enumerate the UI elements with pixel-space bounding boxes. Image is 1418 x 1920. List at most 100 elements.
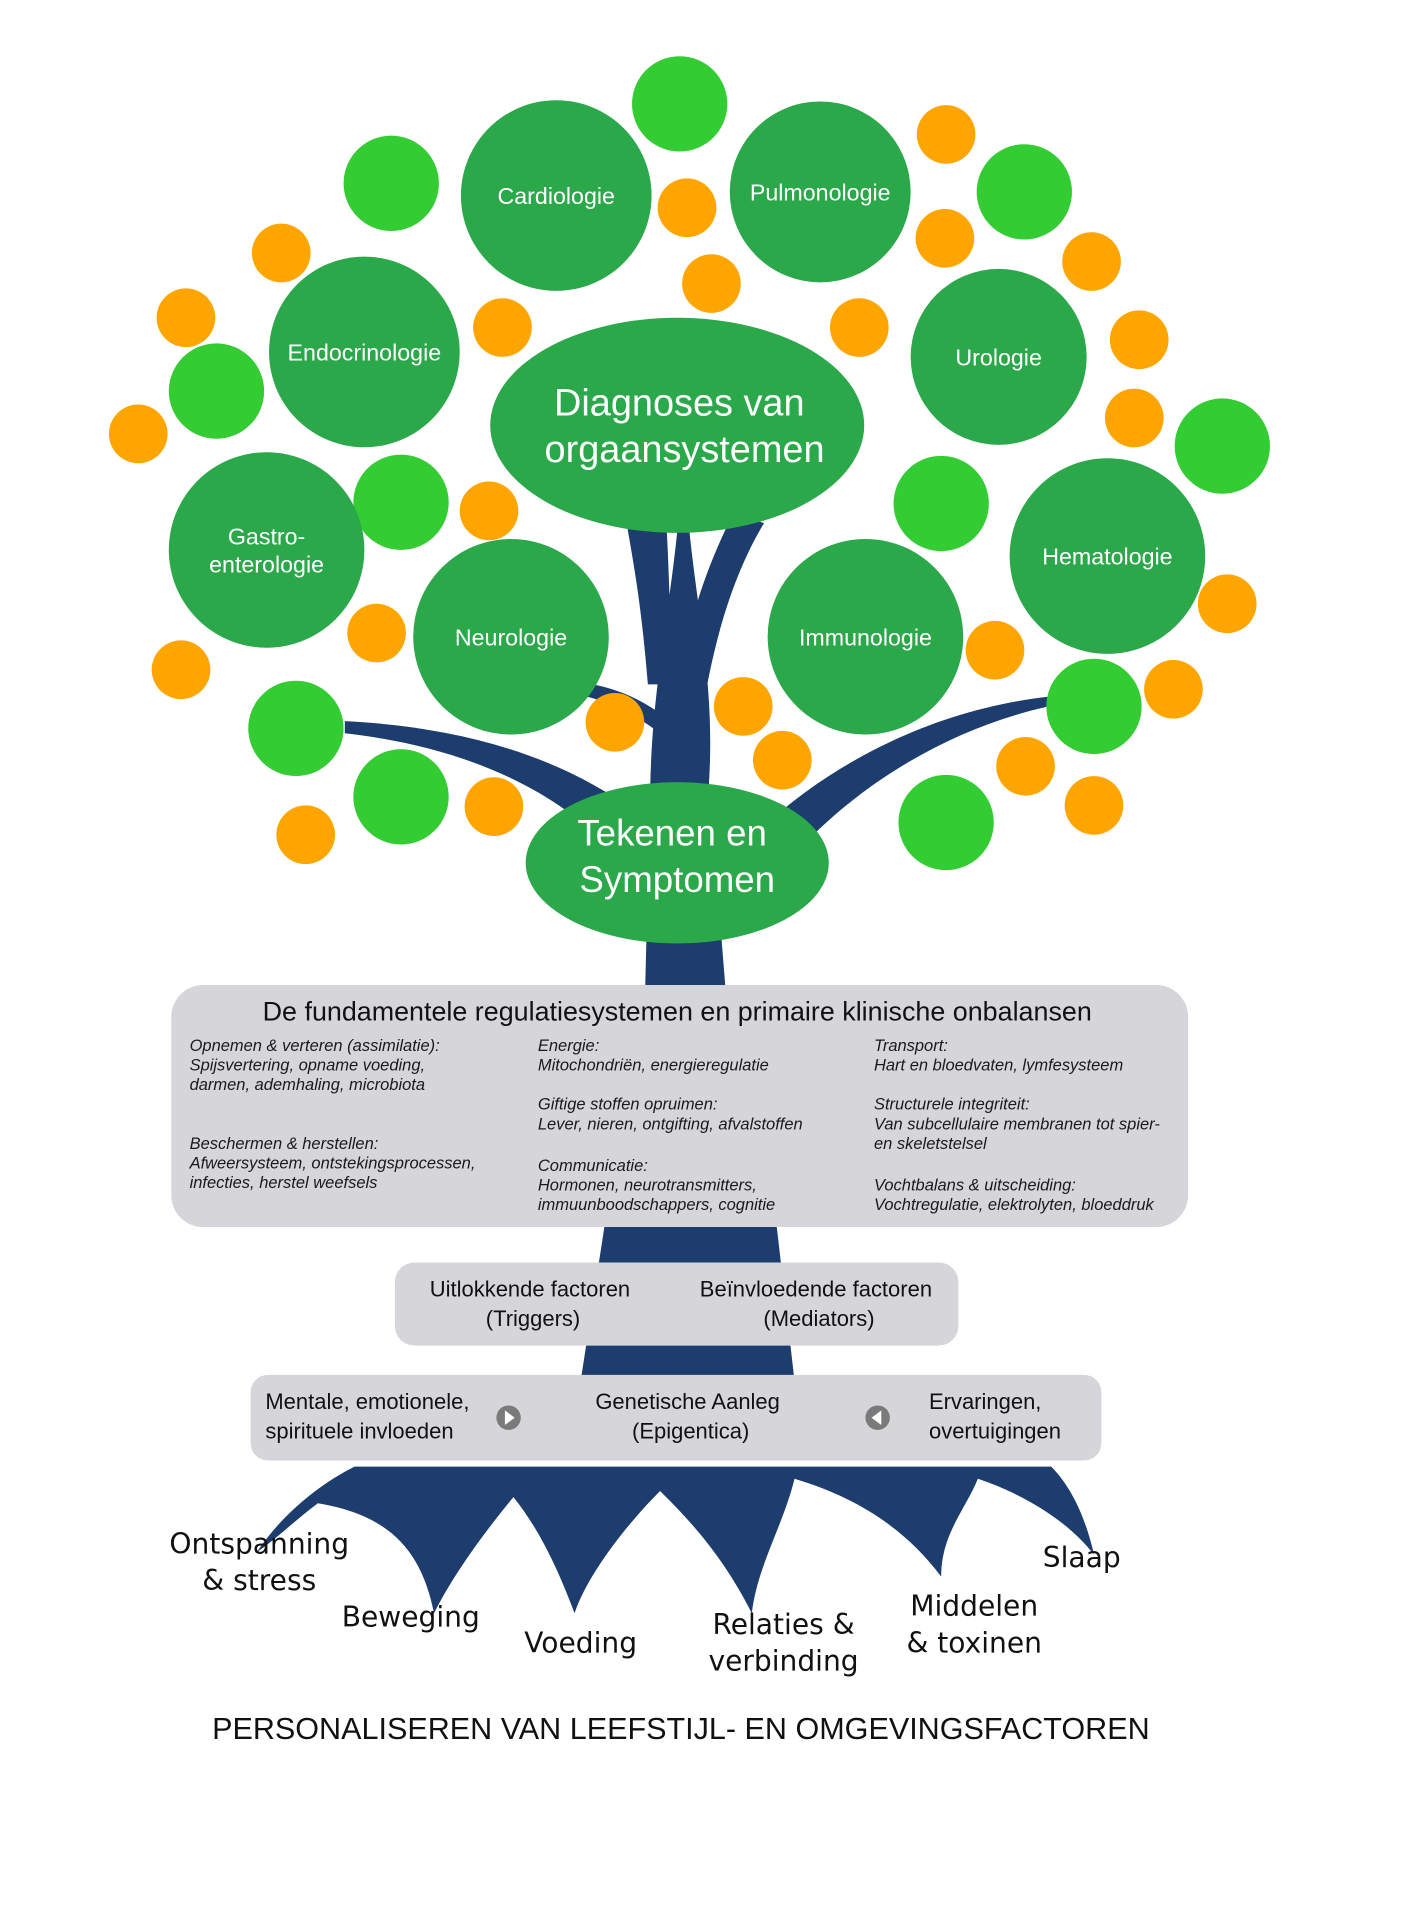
fruit-circle — [657, 178, 717, 238]
mediators-label: Beïnvloedende factoren (Mediators) — [700, 1277, 938, 1331]
organ-circle — [460, 100, 652, 291]
organ-diagnoses-ellipse[interactable] — [490, 317, 865, 533]
fruit-circle — [1109, 310, 1169, 370]
organ-label: Urologie — [955, 344, 1041, 370]
fruit-circle — [916, 105, 976, 164]
organ-system-neurologie[interactable]: Neurologie — [413, 538, 609, 735]
regulation-item: Energie:Mitochondriën, energieregulatie — [538, 1037, 769, 1075]
signs-symptoms-ellipse[interactable] — [525, 782, 829, 944]
arrow-right-icon[interactable] — [496, 1405, 521, 1430]
regulation-item-detail: en skeletstelsel — [874, 1135, 988, 1153]
organ-label-line: enterologie — [209, 552, 324, 578]
signs-symptoms-line-2: Symptomen — [579, 859, 775, 900]
lifestyle-factor-voeding: Voeding — [524, 1626, 637, 1659]
organ-label: Gastro-enterologie — [209, 523, 324, 577]
regulation-item-heading: Structurele integriteit: — [874, 1096, 1030, 1114]
regulation-panel: De fundamentele regulatiesystemen en pri… — [171, 985, 1189, 1228]
triggers-line-1: Uitlokkende factoren — [430, 1277, 630, 1302]
organ-label: Pulmonologie — [750, 179, 891, 205]
lifestyle-factor-line: & stress — [202, 1564, 316, 1597]
organ-label-line: Immunologie — [799, 624, 932, 650]
regulation-item-heading: Beschermen & herstellen: — [190, 1135, 379, 1153]
lifestyle-factor-beweging: Beweging — [342, 1601, 480, 1634]
organ-circle — [767, 538, 964, 735]
regulation-panel-background — [171, 985, 1189, 1228]
leaf-circle — [1174, 398, 1270, 494]
organ-circle — [1009, 458, 1206, 654]
organ-circle — [269, 256, 460, 448]
regulation-item-heading: Communicatie: — [538, 1157, 648, 1175]
leaf-circle — [898, 774, 994, 871]
organ-label: Immunologie — [799, 624, 932, 650]
branch-upper-left — [625, 519, 675, 685]
fruit-circle — [1064, 776, 1124, 835]
roots — [256, 1466, 1094, 1614]
regulation-item: Vochtbalans & uitscheiding:Vochtregulati… — [874, 1176, 1155, 1214]
decorative-circles — [108, 56, 1270, 871]
regulation-item: Structurele integriteit:Van subcellulair… — [874, 1096, 1160, 1153]
organ-diagnoses-label: Diagnoses van orgaansystemen — [545, 383, 825, 471]
mental-line-2: spirituele invloeden — [265, 1418, 453, 1443]
leaf-circle — [248, 680, 344, 777]
organ-circle — [168, 452, 365, 648]
organ-system-endocrinologie[interactable]: Endocrinologie — [269, 256, 460, 448]
genetic-line-1: Genetische Aanleg — [595, 1389, 780, 1414]
regulation-columns: Opnemen & verteren (assimilatie): Spijsve… — [189, 1037, 1161, 1214]
branch-upper-right — [678, 513, 764, 709]
organ-system-gastroenterologie[interactable]: Gastro-enterologie — [168, 452, 365, 648]
fruit-circle — [473, 298, 532, 357]
leaf-circle — [353, 454, 449, 550]
lifestyle-factor-line: Slaap — [1043, 1541, 1121, 1574]
mental-line-1: Mentale, emotionele, — [265, 1389, 469, 1414]
regulation-item-detail: Spijsvertering, opname voeding, — [190, 1057, 425, 1075]
triggers-line-2: (Triggers) — [486, 1306, 580, 1331]
leaf-circle — [168, 343, 265, 439]
leaf-circle — [343, 135, 439, 231]
regulation-item-detail: Van subcellulaire membranen tot spier- — [874, 1115, 1160, 1133]
arrow-left-icon[interactable] — [865, 1405, 890, 1430]
antecedents-panel-background — [250, 1374, 1102, 1461]
regulation-item-detail: immuunboodschappers, cognitie — [538, 1196, 775, 1214]
regulation-item-detail: Hormonen, neurotransmitters, — [538, 1176, 757, 1194]
fruit-circle — [1104, 388, 1164, 448]
fruit-circle — [752, 730, 812, 790]
regulation-item-heading: Energie: — [538, 1037, 599, 1055]
fruit-circle — [251, 223, 311, 283]
regulation-item-detail: Afweersysteem, ontstekingsprocessen, — [189, 1154, 476, 1172]
regulation-item-detail: darmen, ademhaling, microbiota — [190, 1076, 425, 1094]
organ-system-urologie[interactable]: Urologie — [910, 268, 1087, 445]
regulation-item: Opnemen & verteren (assimilatie): Spijsve… — [190, 1037, 440, 1094]
regulation-item-heading: Giftige stoffen opruimen: — [538, 1096, 718, 1114]
organ-system-pulmonologie[interactable]: Pulmonologie — [729, 101, 911, 283]
mental-influences-label: Mentale, emotionele, spirituele invloede… — [265, 1389, 475, 1443]
fruit-circle — [1062, 232, 1121, 291]
fruit-circle — [108, 404, 168, 464]
organ-label: Endocrinologie — [288, 340, 442, 366]
lifestyle-factor-ontspanning-stress: Ontspanning& stress — [169, 1527, 349, 1597]
regulation-item: Transport:Hart en bloedvaten, lymfesyste… — [874, 1037, 1123, 1075]
organ-system-hematologie[interactable]: Hematologie — [1009, 458, 1206, 654]
organ-label: Neurologie — [455, 624, 567, 650]
branch-right — [745, 696, 1049, 868]
lifestyle-factor-slaap: Slaap — [1043, 1541, 1121, 1574]
lifestyle-factor-line: Relaties & — [712, 1608, 854, 1641]
organ-label-line: Neurologie — [455, 624, 567, 650]
organ-circle — [413, 538, 609, 735]
regulation-item: Giftige stoffen opruimen:Lever, nieren, … — [538, 1096, 803, 1134]
organ-system-cardiologie[interactable]: Cardiologie — [460, 100, 652, 291]
regulation-item-detail: Hart en bloedvaten, lymfesysteem — [874, 1057, 1123, 1075]
organ-circle — [910, 268, 1087, 445]
fruit-circle — [347, 603, 406, 663]
organ-label-line: Cardiologie — [497, 183, 614, 209]
mediators-line-1: Beïnvloedende factoren — [700, 1277, 932, 1302]
lifestyle-factor-line: verbinding — [708, 1645, 858, 1678]
organ-system-immunologie[interactable]: Immunologie — [767, 538, 964, 735]
regulation-panel-title: De fundamentele regulatiesystemen en pri… — [263, 996, 1092, 1026]
fruit-circle — [276, 805, 336, 865]
lifestyle-factor-line: Beweging — [342, 1601, 480, 1634]
fruit-circle — [829, 298, 889, 357]
regulation-item-heading: Opnemen & verteren (assimilatie): — [190, 1037, 440, 1055]
fruit-circle — [996, 736, 1055, 796]
